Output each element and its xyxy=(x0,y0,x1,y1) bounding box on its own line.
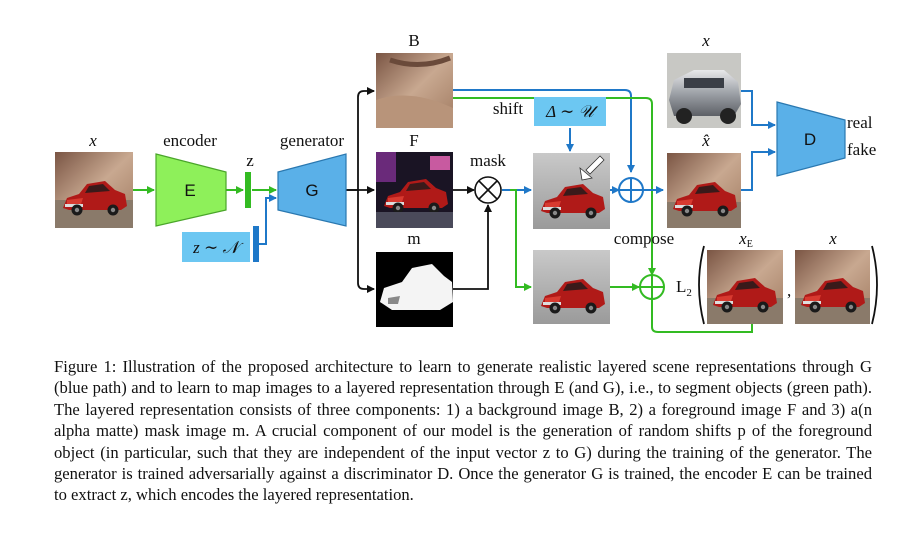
real-label: real xyxy=(847,113,873,132)
foreground-image-F xyxy=(376,152,453,228)
loss-label: L2 xyxy=(676,277,692,299)
arrow-mask-to-unshifted xyxy=(510,189,532,291)
arrow-noise-to-generator xyxy=(259,194,277,245)
F-label: F xyxy=(409,131,418,150)
mask-image-m xyxy=(376,252,453,327)
compose-operator-top xyxy=(618,177,644,203)
figure-caption: Figure 1: Illustration of the proposed a… xyxy=(54,357,872,505)
shift-label: shift xyxy=(493,99,524,118)
mask-label: mask xyxy=(470,151,506,170)
generator-letter: G xyxy=(305,181,318,200)
compose-operator-bottom xyxy=(639,274,665,300)
loss-comma: , xyxy=(787,281,791,300)
encoder-letter: E xyxy=(184,181,195,200)
noise-label: z ∼ 𝒩 xyxy=(192,238,244,257)
mask-multiply-operator xyxy=(474,176,502,204)
arrow-compose-to-loss xyxy=(651,300,753,333)
arrow-real-to-D xyxy=(741,90,776,129)
m-label: m xyxy=(407,229,420,248)
arrow-generator-to-B xyxy=(346,87,375,191)
real-x-label: x xyxy=(701,31,710,50)
noise-bar xyxy=(253,226,259,262)
noise-box xyxy=(182,232,250,262)
loss-left-paren xyxy=(698,245,705,325)
loss-right-paren xyxy=(871,245,878,325)
shift-distribution-box xyxy=(534,97,606,126)
discriminator-letter: D xyxy=(804,130,816,149)
input-x-label: x xyxy=(88,131,97,150)
compose-label: compose xyxy=(614,229,674,248)
shifted-foreground-image xyxy=(533,153,610,229)
arrow-B-to-compose-green xyxy=(453,97,656,276)
input-image xyxy=(55,152,133,228)
encoded-reconstruction-image xyxy=(707,250,783,324)
B-label: B xyxy=(408,31,419,50)
fake-label: fake xyxy=(847,140,876,159)
arrow-B-to-compose-blue xyxy=(453,89,635,173)
generated-image-xhat xyxy=(667,153,741,228)
arrow-fake-to-D xyxy=(741,148,776,191)
architecture-diagram: x encoder E z z ∼ 𝒩 generator G B F m xyxy=(55,31,878,333)
z-bar xyxy=(245,172,251,208)
target-image xyxy=(795,250,870,324)
background-image-B xyxy=(376,53,453,128)
unshifted-foreground-image xyxy=(533,250,610,324)
encoder-title: encoder xyxy=(163,131,217,150)
arrow-generator-to-m xyxy=(357,190,375,293)
generator-block xyxy=(277,153,347,227)
arrow-m-to-mask xyxy=(453,204,492,290)
x-target-label: x xyxy=(828,229,837,248)
generator-title: generator xyxy=(280,131,345,150)
encoder-block xyxy=(155,153,227,227)
z-label: z xyxy=(246,151,254,170)
fake-xhat-label: x̂ xyxy=(701,131,710,150)
shift-distribution-label: Δ ∼ 𝒰 xyxy=(545,102,598,121)
discriminator-block xyxy=(776,101,846,177)
real-image xyxy=(667,53,741,128)
xE-label: xE xyxy=(738,229,753,250)
